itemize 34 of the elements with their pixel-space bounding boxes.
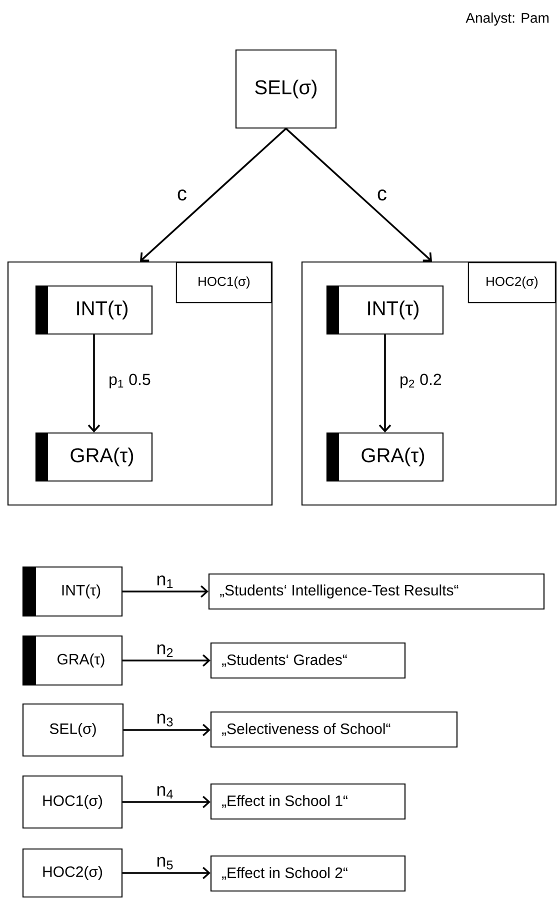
arrow [122,866,210,880]
process-box: HOC2(σ) [22,848,123,898]
description-box: „Selectiveness of School“ [210,711,458,748]
variable-box: GRA(τ) [35,432,153,482]
edge-label: n$_{4}$ [157,786,173,798]
description-box: „Effect in School 2“ [210,855,406,892]
process-box: SEL(σ) [22,703,124,757]
variable-box: INT(τ) [35,285,153,335]
description-box: „Effect in School 1“ [210,783,406,820]
edge-label: n$_{5}$ [157,856,173,870]
description-box: „Students‘ Grades“ [210,642,406,679]
variable-box: GRA(τ) [326,432,444,482]
variable-box: INT(τ) [326,285,444,335]
edge-label: c [378,190,386,200]
edge-label: p$_{1}$ 0.5 [110,374,150,388]
edge-label: n$_{3}$ [157,714,173,726]
arrow [378,334,392,432]
variable-box: GRA(τ) [22,635,123,686]
edge-label: n$_{1}$ [157,576,173,588]
arrow [122,796,210,808]
arrow [122,654,210,667]
analyst-note: Analyst: Pam [466,12,548,26]
arrow [124,724,210,736]
description-box: „Students‘ Intelligence-Test Results“ [208,573,545,610]
variable-box: INT(τ) [22,566,123,617]
arrow [285,128,432,262]
arrow [140,128,287,262]
process-box: HOC1(σ) [22,775,123,829]
edge-label: n$_{2}$ [157,644,173,657]
edge-label: c [178,190,186,200]
process-box: SEL(σ) [235,49,337,129]
arrow [122,585,208,598]
edge-label: p$_{2}$ 0.2 [400,374,442,388]
arrow [88,334,100,432]
